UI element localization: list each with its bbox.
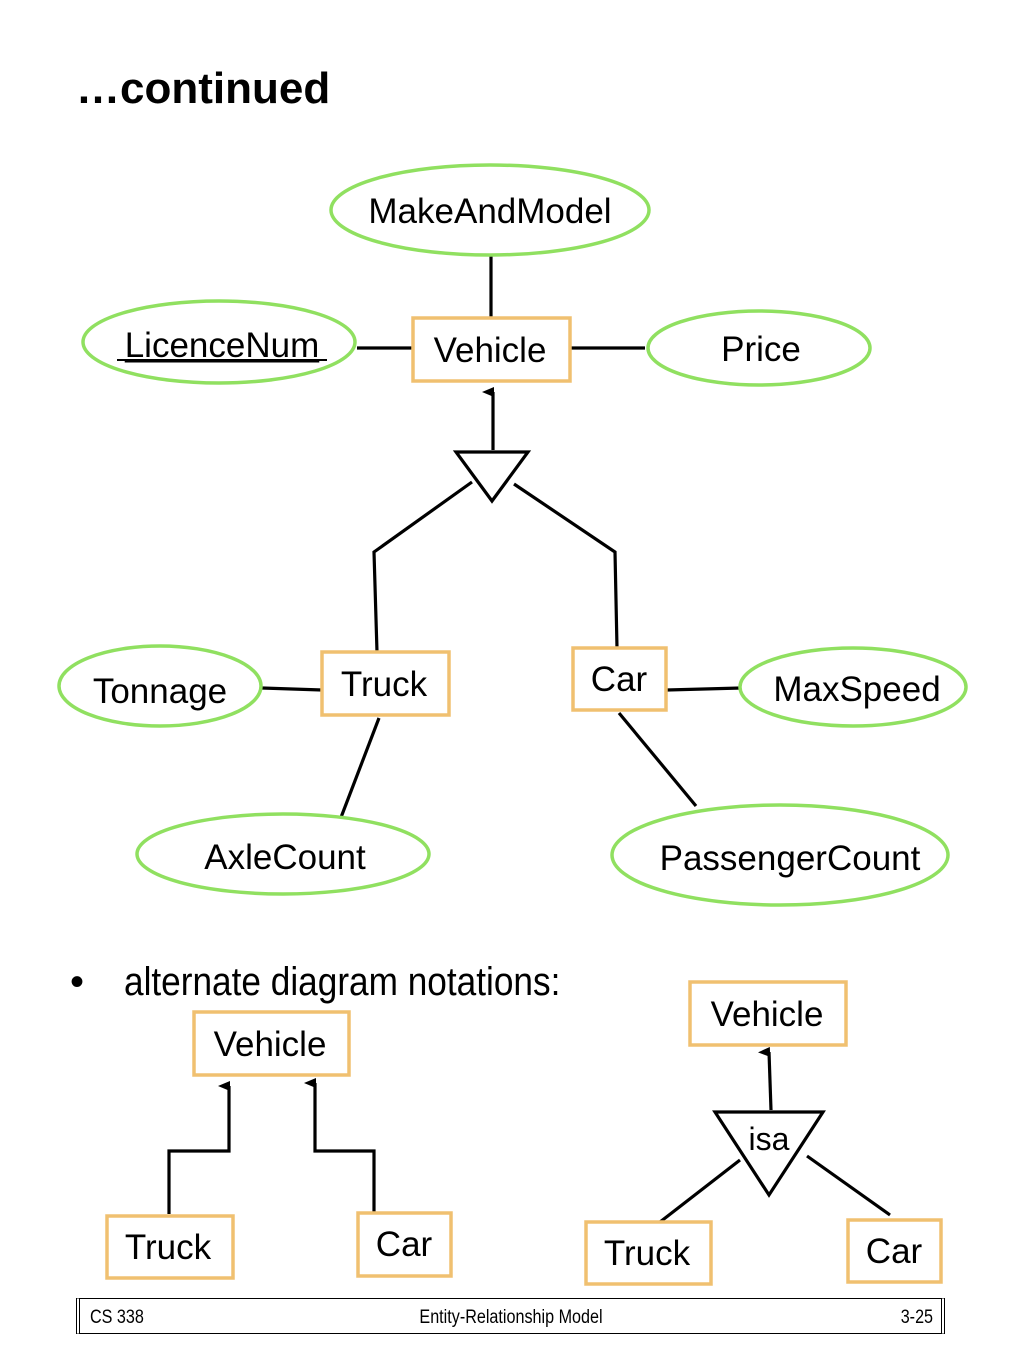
attribute-make-and-model-label: MakeAndModel bbox=[368, 192, 611, 231]
alt-right-entity-truck bbox=[584, 1220, 713, 1286]
attribute-max-speed bbox=[738, 646, 968, 728]
bullet-marker: • bbox=[70, 960, 85, 1004]
alt-left-entity-vehicle bbox=[192, 1010, 351, 1077]
alt-right-isa-triangle bbox=[712, 1110, 826, 1198]
alt-right-entity-vehicle bbox=[688, 980, 848, 1047]
isa-triangle bbox=[452, 450, 532, 504]
attribute-licence-num-label: LicenceNum bbox=[125, 326, 320, 365]
attribute-make-and-model bbox=[329, 163, 651, 257]
entity-car-label: Car bbox=[591, 660, 648, 699]
attribute-tonnage-label: Tonnage bbox=[93, 672, 227, 711]
attribute-price bbox=[646, 309, 872, 387]
entity-vehicle-label: Vehicle bbox=[434, 331, 547, 370]
entity-truck-label: Truck bbox=[341, 665, 428, 704]
attribute-tonnage bbox=[57, 644, 263, 728]
alt-right-isa-label: isa bbox=[749, 1121, 790, 1157]
alt-right-vehicle-label: Vehicle bbox=[711, 995, 824, 1034]
slide-footer: CS 338 Entity-Relationship Model 3-25 bbox=[76, 1298, 945, 1334]
attribute-axle-count bbox=[135, 812, 431, 896]
footer-course: CS 338 bbox=[90, 1307, 144, 1328]
alt-right-entity-car bbox=[846, 1218, 943, 1284]
attribute-licence-num bbox=[81, 299, 357, 385]
alt-left-car-label: Car bbox=[376, 1225, 433, 1264]
attribute-passenger-count bbox=[610, 803, 950, 907]
alt-right-truck-label: Truck bbox=[604, 1234, 691, 1273]
footer-topic: Entity-Relationship Model bbox=[418, 1307, 603, 1328]
entity-car bbox=[571, 646, 668, 712]
attribute-axle-count-label: AxleCount bbox=[204, 838, 366, 877]
footer-page-number: 3-25 bbox=[900, 1307, 933, 1328]
alt-left-truck-label: Truck bbox=[125, 1228, 212, 1267]
alt-left-entity-car bbox=[356, 1211, 453, 1278]
attribute-price-label: Price bbox=[721, 330, 801, 369]
main-connectors bbox=[261, 256, 742, 821]
attribute-max-speed-label: MaxSpeed bbox=[773, 670, 940, 709]
entity-truck bbox=[320, 650, 451, 717]
bullet-text: alternate diagram notations: bbox=[124, 960, 561, 1004]
alt-left-vehicle-label: Vehicle bbox=[214, 1025, 327, 1064]
entity-vehicle bbox=[411, 316, 572, 383]
alt-right-connectors bbox=[659, 1046, 891, 1224]
slide-title: …continued bbox=[76, 64, 331, 113]
bullet-item: • alternate diagram notations: bbox=[70, 960, 620, 1005]
alt-right-car-label: Car bbox=[866, 1232, 923, 1271]
attribute-passenger-count-label: PassengerCount bbox=[660, 839, 921, 878]
alt-left-connectors bbox=[167, 1078, 376, 1214]
alt-left-entity-truck bbox=[105, 1214, 235, 1280]
